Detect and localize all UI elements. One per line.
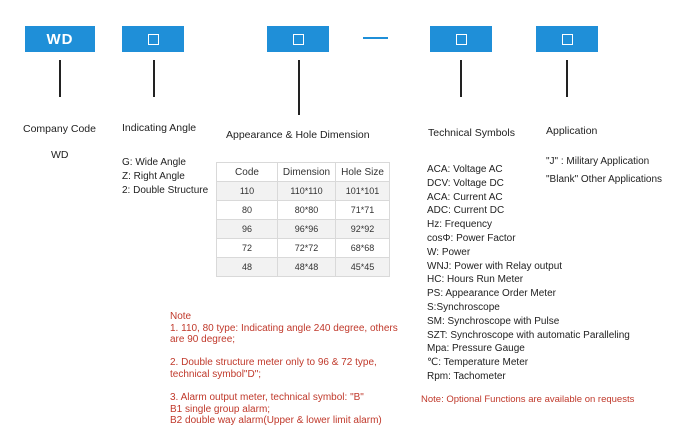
placeholder-square-icon: [147, 33, 159, 45]
placeholder-square-icon: [561, 33, 573, 45]
table-cell: 80: [216, 200, 278, 220]
table-cell: 101*101: [335, 181, 390, 201]
technical-symbol-item: W: Power: [427, 246, 471, 258]
connector-line-company: [59, 60, 61, 97]
application-options-list: "J" : Military Application "Blank" Other…: [546, 153, 662, 188]
technical-symbols-label: Technical Symbols: [428, 127, 515, 139]
table-header-dimension: Dimension: [277, 162, 336, 182]
table-row: 96 96*96 92*92: [216, 219, 390, 239]
connector-line-technical: [460, 60, 462, 97]
note-line: technical symbol"D";: [170, 368, 262, 380]
application-option: "Blank" Other Applications: [546, 173, 663, 185]
table-cell: 92*92: [335, 219, 390, 239]
technical-symbol-item: ACA: Current AC: [427, 191, 503, 203]
angle-options-list: G: Wide Angle Z: Right Angle 2: Double S…: [122, 156, 208, 197]
connector-line-appearance: [298, 60, 300, 115]
note-line: Note: [170, 311, 192, 322]
note-line: 1. 110, 80 type: Indicating angle 240 de…: [170, 322, 398, 334]
table-row: 110 110*110 101*101: [216, 181, 390, 201]
table-row: 72 72*72 68*68: [216, 238, 390, 258]
angle-option: Z: Right Angle: [122, 170, 185, 182]
connector-line-application: [566, 60, 568, 97]
table-row: 80 80*80 71*71: [216, 200, 390, 220]
table-row: 48 48*48 45*45: [216, 257, 390, 277]
note-line: 3. Alarm output meter, technical symbol:…: [170, 392, 364, 404]
table-cell: 45*45: [335, 257, 390, 277]
company-code-box-text: WD: [46, 30, 74, 48]
table-cell: 48*48: [277, 257, 336, 277]
table-header-code: Code: [216, 162, 278, 182]
application-option: "J" : Military Application: [546, 156, 650, 167]
company-code-value: WD: [51, 149, 69, 161]
table-cell: 68*68: [335, 238, 390, 258]
note-line: B1 single group alarm;: [170, 403, 271, 415]
note-line: [170, 346, 398, 358]
technical-symbol-item: WNJ: Power with Relay output: [427, 260, 563, 272]
table-header-hole-size: Hole Size: [335, 162, 390, 182]
note-line: B2 double way alarm(Upper & lower limit …: [170, 415, 382, 427]
company-code-box: WD: [25, 26, 95, 52]
appearance-hole-label: Appearance & Hole Dimension: [226, 129, 370, 141]
note-line: are 90 degree;: [170, 334, 236, 346]
connector-line-angle: [153, 60, 155, 97]
technical-symbols-box: [430, 26, 492, 52]
angle-option: 2: Double Structure: [122, 184, 209, 196]
technical-symbol-item: cosΦ: Power Factor: [427, 232, 516, 244]
placeholder-square-icon: [292, 33, 304, 45]
table-cell: 72: [216, 238, 278, 258]
technical-symbol-item: SM: Synchroscope with Pulse: [427, 315, 560, 327]
technical-symbol-item: SZT: Synchroscope with automatic Paralle…: [427, 329, 630, 341]
company-code-label: Company Code: [23, 123, 96, 135]
note-line: [170, 381, 398, 393]
note-block: Note 1. 110, 80 type: Indicating angle 2…: [170, 311, 398, 427]
separator-dash: [363, 37, 388, 39]
technical-symbol-item: HC: Hours Run Meter: [427, 274, 524, 286]
technical-symbol-item: Mpa: Pressure Gauge: [427, 343, 525, 355]
angle-option: G: Wide Angle: [122, 157, 186, 168]
technical-symbol-item: ACA: Voltage AC: [427, 164, 503, 175]
placeholder-square-icon: [455, 33, 467, 45]
table-cell: 48: [216, 257, 278, 277]
application-box: [536, 26, 598, 52]
table-cell: 110*110: [277, 181, 336, 201]
table-cell: 71*71: [335, 200, 390, 220]
technical-symbol-item: Rpm: Tachometer: [427, 370, 506, 382]
application-label: Application: [546, 125, 598, 137]
technical-symbol-item: ℃: Temperature Meter: [427, 357, 529, 369]
table-cell: 80*80: [277, 200, 336, 220]
technical-symbol-item: ADC: Current DC: [427, 205, 505, 217]
table-cell: 96*96: [277, 219, 336, 239]
technical-symbol-item: PS: Appearance Order Meter: [427, 288, 556, 300]
optional-functions-note: Note: Optional Functions are available o…: [421, 394, 635, 405]
technical-symbol-item: Hz: Frequency: [427, 219, 493, 231]
indicating-angle-label: Indicating Angle: [122, 122, 197, 134]
table-cell: 96: [216, 219, 278, 239]
table-cell: 72*72: [277, 238, 336, 258]
technical-symbol-item: S:Synchroscope: [427, 301, 500, 313]
note-line: 2. Double structure meter only to 96 & 7…: [170, 357, 377, 369]
table-cell: 110: [216, 181, 278, 201]
indicating-angle-box: [122, 26, 184, 52]
dimension-table: Code Dimension Hole Size 110 110*110 101…: [216, 162, 390, 277]
technical-symbol-item: DCV: Voltage DC: [427, 177, 504, 189]
technical-symbols-list: ACA: Voltage AC DCV: Voltage DC ACA: Cur…: [427, 163, 630, 384]
table-header-row: Code Dimension Hole Size: [216, 162, 390, 182]
appearance-box: [267, 26, 329, 52]
